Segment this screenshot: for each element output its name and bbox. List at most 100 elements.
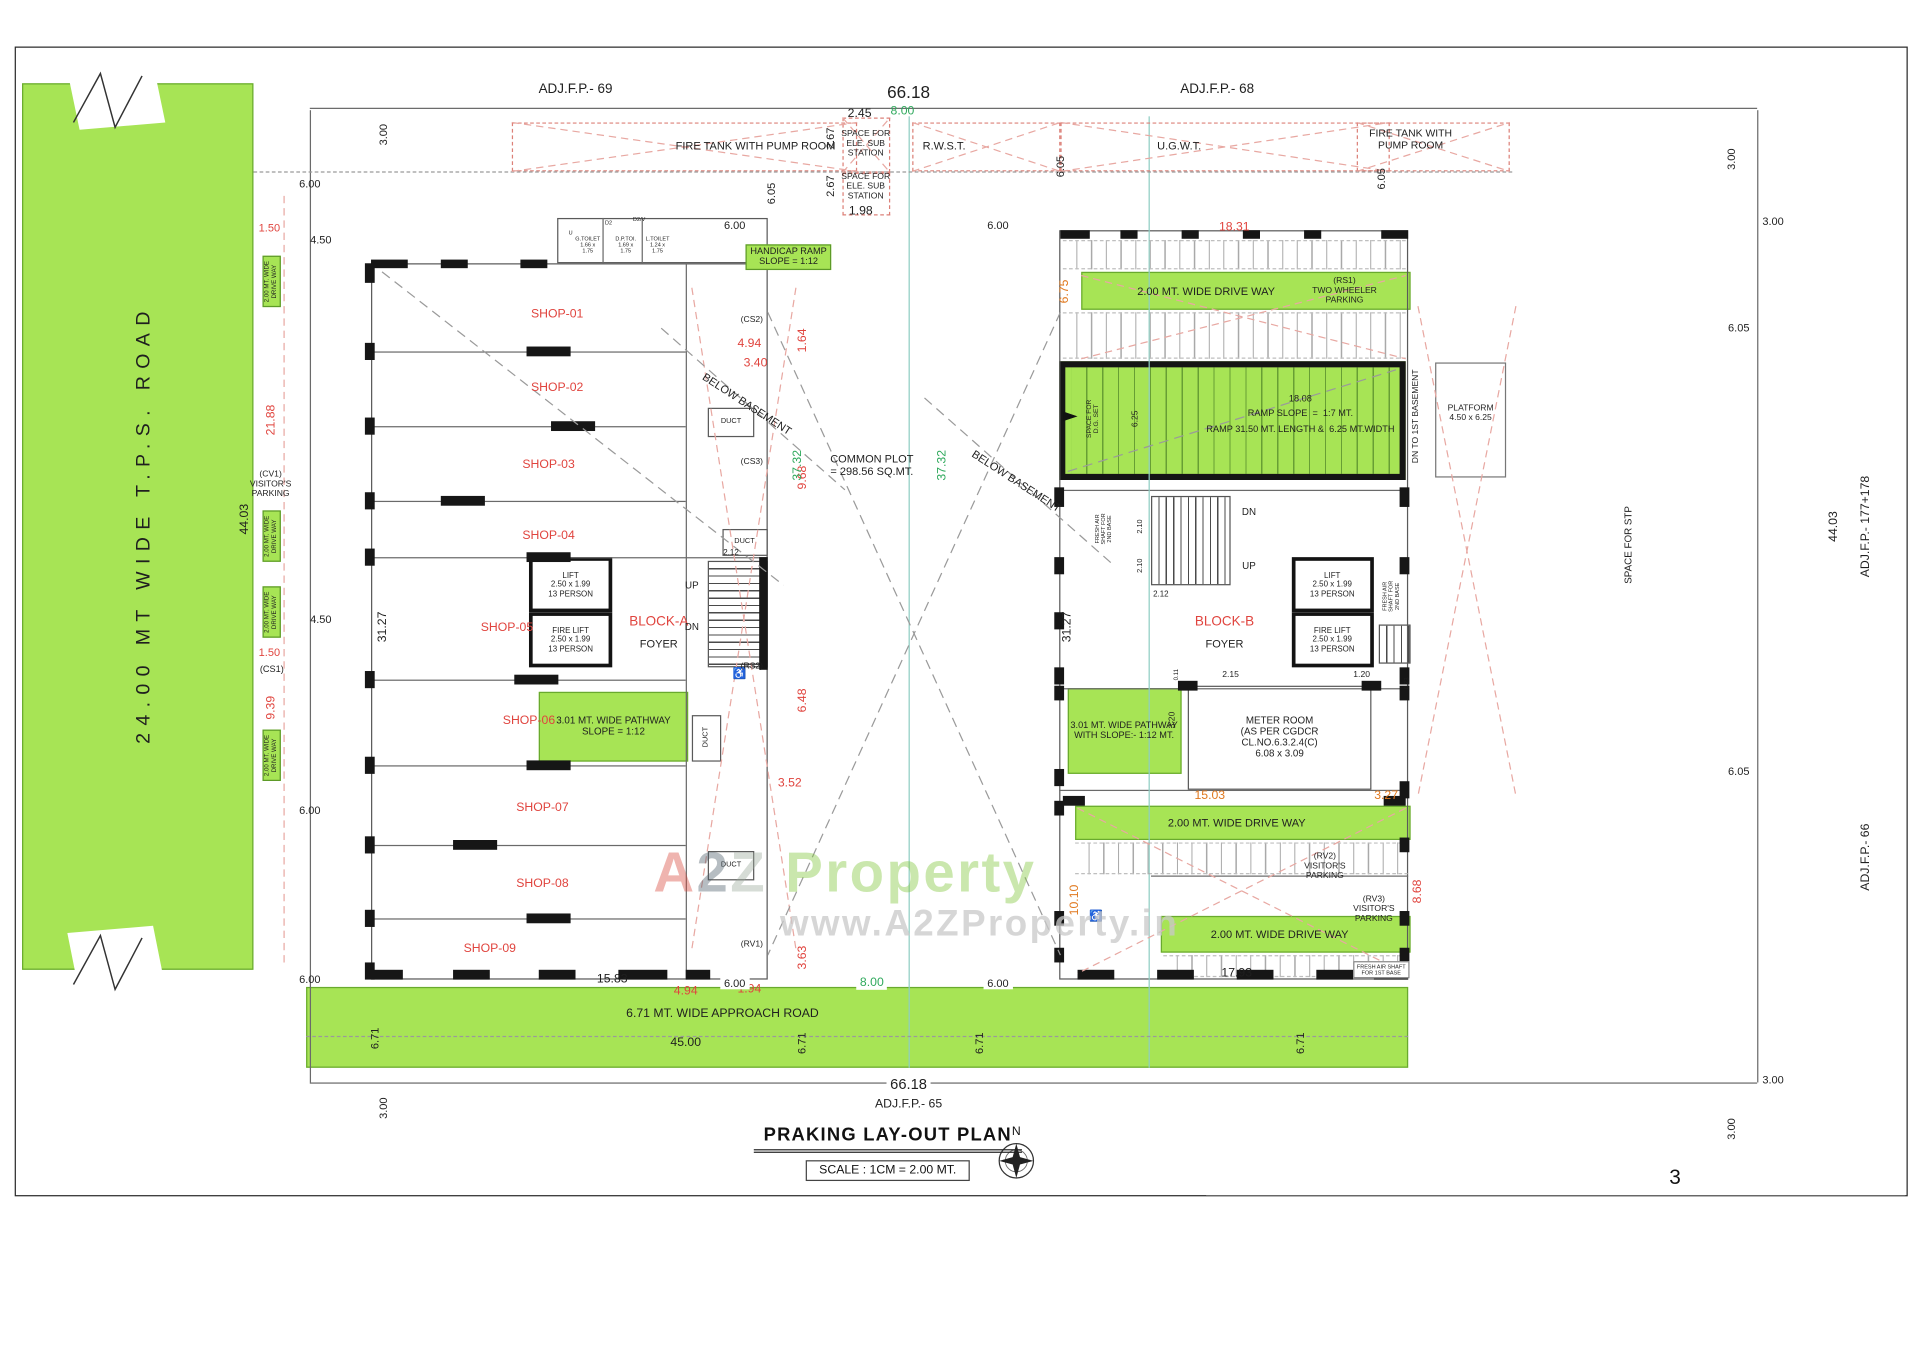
watermark-a: A [653, 840, 697, 904]
dim: 8.68 [1411, 879, 1425, 904]
plot-top-line [253, 171, 1513, 173]
dim: 0.23 [1403, 677, 1411, 690]
dn-b: DN [1241, 506, 1257, 518]
dim: 44.03 [237, 503, 252, 535]
foyer-b: FOYER [1205, 637, 1244, 651]
wall [1077, 969, 1115, 980]
fire-lift-b: FIRE LIFT 2.50 x 1.99 13 PERSON [1309, 626, 1355, 654]
dim: 2.15 [1222, 671, 1239, 680]
wall [364, 548, 375, 566]
dim: 2.67 [823, 175, 837, 197]
adj-fp-68: ADJ.F.P.- 68 [1180, 81, 1255, 97]
dim: 2.12 [1153, 590, 1169, 600]
road-break-marks [67, 63, 166, 995]
fire-lift-a: FIRE LIFT 2.50 x 1.99 13 PERSON [548, 626, 593, 654]
dp-toilet: D.P.TOI. 1.69 x 1.75 [615, 235, 637, 255]
dim: 37.32 [791, 449, 805, 481]
wall [1399, 781, 1410, 799]
cs3: (CS3) [740, 458, 764, 467]
gray-dashed-diagonals [381, 271, 1397, 956]
duct-4: DUCT [720, 861, 742, 869]
ele-sub-station-1: SPACE FOR ELE. SUB STATION [841, 129, 891, 158]
ugwt: U.G.W.T. [1157, 139, 1202, 152]
teal-line [908, 116, 910, 1068]
dim: 3.00 [1725, 1118, 1738, 1140]
wall [1054, 768, 1065, 787]
divider [371, 426, 686, 428]
shop-04: SHOP-04 [522, 529, 575, 543]
duct-1: DUCT [720, 418, 742, 426]
wall [364, 417, 375, 435]
dim: 18.31 [1218, 220, 1250, 235]
wall [1120, 230, 1138, 239]
up-a: UP [685, 579, 699, 591]
dim: 4.94 [737, 337, 762, 351]
divider [1151, 875, 1409, 877]
wall [453, 840, 498, 850]
dim: 2.67 [823, 127, 837, 150]
wall [364, 342, 375, 361]
wall [1399, 911, 1410, 926]
meter-room: METER ROOM (AS PER CGDCR CL.NO.6.3.2.4(C… [1240, 715, 1319, 760]
dim: 3.00 [377, 1097, 390, 1119]
sheet-border [14, 46, 1908, 1197]
adj-fp-65: ADJ.F.P.- 65 [874, 1097, 943, 1112]
watermark-2: 2 [696, 840, 731, 904]
dim: 3.63 [796, 945, 810, 970]
dim: 4.50 [310, 233, 332, 247]
dim: 2.45 [847, 106, 872, 121]
wall [1177, 680, 1198, 691]
wall [371, 969, 403, 980]
dim: 8.00 [890, 104, 915, 118]
shop-03: SHOP-03 [522, 458, 575, 472]
dim: 4.94 [673, 984, 698, 999]
rv2-visitors-parking: (RV2) VISITOR'S PARKING [1304, 852, 1346, 881]
divider [641, 217, 643, 264]
wall [1304, 230, 1322, 239]
compass-n-label: N [1012, 1124, 1021, 1138]
dim-line [309, 110, 312, 1083]
shop-05: SHOP-05 [480, 621, 534, 635]
dim: 15.03 [1194, 789, 1226, 803]
dim: 37.32 [935, 449, 950, 481]
wall [1361, 680, 1382, 691]
wall [1381, 230, 1409, 239]
wall [1242, 230, 1261, 239]
wall [364, 671, 375, 689]
block-b-name: BLOCK-B [1194, 614, 1255, 630]
dim-top-6618: 66.18 [887, 82, 931, 102]
adj-fp-69: ADJ.F.P.- 69 [538, 81, 613, 97]
wall [1062, 795, 1085, 806]
dim: 9.39 [264, 695, 279, 720]
adj-fp-177-178: ADJ.F.P.- 177+178 [1859, 475, 1873, 578]
driveway-2: 2.00 MT. WIDE DRIVE WAY [1167, 816, 1306, 829]
wheelchair-icon: ♿ [732, 667, 747, 680]
ramp-arrow [1062, 411, 1078, 422]
meter-room-outline [1187, 685, 1372, 790]
wall [526, 552, 571, 563]
dim: 6.00 [723, 219, 746, 232]
dim: 1.64 [796, 328, 810, 353]
wall [538, 969, 576, 980]
divider [371, 844, 686, 847]
parking-ticks [1075, 842, 1409, 875]
pathway-b: 3.01 MT. WIDE PATHWAY WITH SLOPE:- 1:12 … [1070, 719, 1178, 741]
wall [526, 760, 571, 771]
wall [1399, 667, 1410, 685]
dim: 8.00 [856, 976, 888, 991]
dim: 4.50 [310, 613, 332, 626]
firelift-a-box [528, 612, 613, 668]
dim-line [309, 1082, 1758, 1084]
dim: 3.00 [1762, 1073, 1784, 1087]
dim: 45.00 [670, 1036, 702, 1050]
stair-b-shaft [1151, 495, 1231, 586]
dim: 31.27 [1060, 611, 1075, 643]
driveway-band-3 [1160, 915, 1411, 953]
freshair-hatch [1378, 624, 1411, 664]
wall [1054, 911, 1065, 926]
wall [364, 756, 375, 774]
utility-box [1060, 122, 1390, 172]
wall [1157, 969, 1194, 980]
